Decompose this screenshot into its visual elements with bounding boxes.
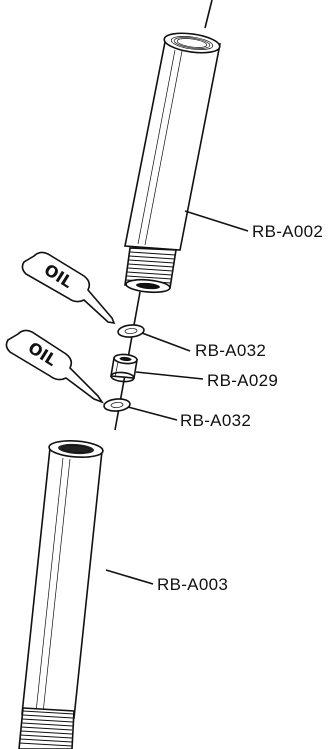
oil-bottle-top: OIL <box>21 251 116 325</box>
lower-tube <box>18 440 104 749</box>
leader-rb-a032-bottom <box>127 406 178 421</box>
upper-tube <box>124 32 221 294</box>
washer-bottom <box>103 398 131 412</box>
label-rb-a003: RB-A003 <box>157 575 228 594</box>
washer-top <box>117 324 145 338</box>
upper-tube-threaded-stub <box>124 247 177 294</box>
coupler <box>110 353 138 383</box>
oil-bottle-bottom: OIL <box>5 329 105 404</box>
leader-rb-a003 <box>105 569 154 585</box>
leader-rb-a029 <box>135 371 204 380</box>
leader-rb-a032-top <box>141 332 191 352</box>
label-rb-a032-bottom: RB-A032 <box>180 411 251 430</box>
leader-rb-a002 <box>184 210 249 232</box>
shaft-line-top <box>204 0 213 29</box>
label-rb-a002: RB-A002 <box>252 222 323 241</box>
label-rb-a029: RB-A029 <box>207 371 278 390</box>
upper-tube-top-thread <box>173 37 211 49</box>
label-rb-a032-top: RB-A032 <box>195 341 266 360</box>
lower-tube-thread <box>18 707 75 749</box>
